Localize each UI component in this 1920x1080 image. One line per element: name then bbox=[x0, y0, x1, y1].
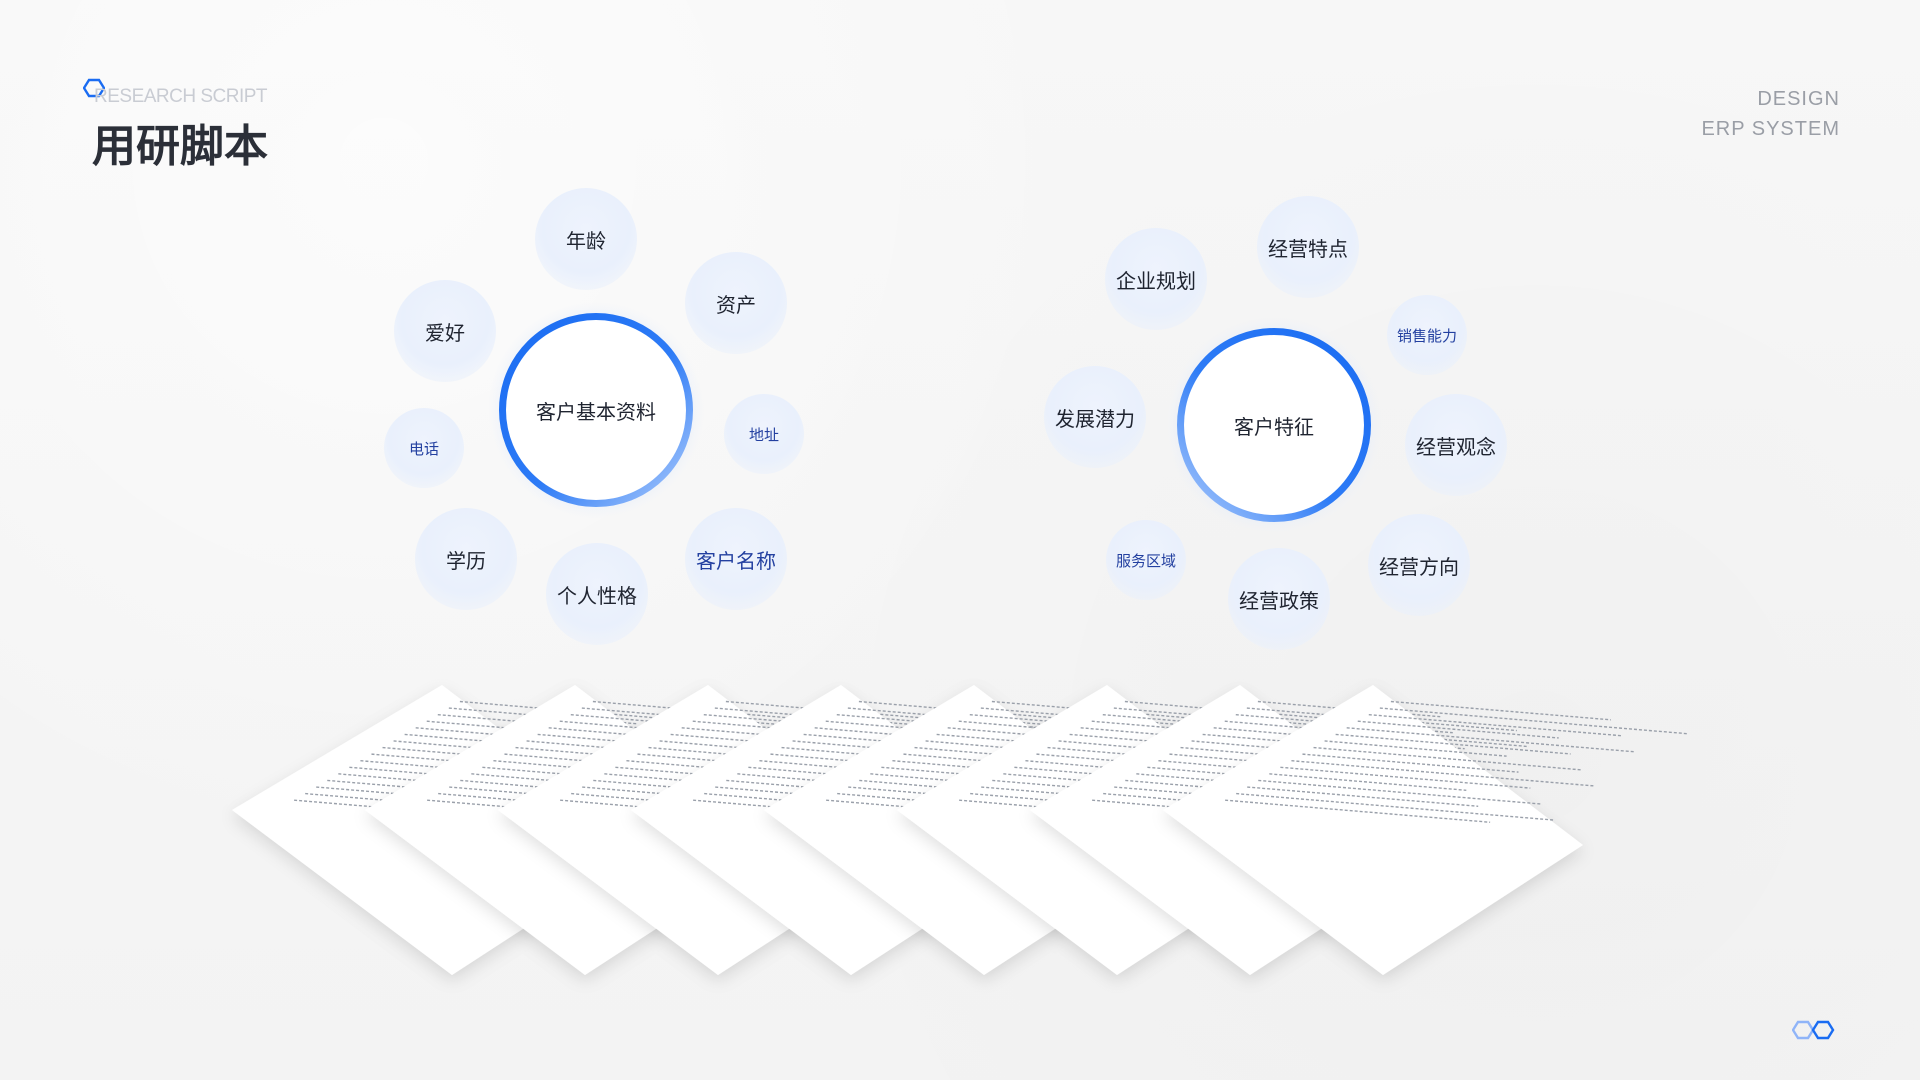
document-text-line bbox=[1324, 740, 1507, 757]
document-text-line bbox=[1280, 766, 1531, 789]
bubble-business-traits: 经营特点 bbox=[1257, 196, 1359, 298]
document-text-line bbox=[1291, 760, 1595, 787]
bubble-hobby: 爱好 bbox=[394, 280, 496, 382]
document-text-line bbox=[1247, 786, 1479, 807]
document-text-line bbox=[1379, 707, 1687, 735]
document-text-line bbox=[803, 733, 1031, 755]
bubble-address: 地址 bbox=[724, 394, 804, 474]
center-customer-features: 客户特征 bbox=[1184, 335, 1364, 515]
center-customer-basic-info: 客户基本资料 bbox=[506, 320, 686, 500]
document-text-line bbox=[1390, 700, 1611, 721]
document-text-line bbox=[1124, 700, 1411, 727]
document-text-line bbox=[1302, 753, 1519, 773]
document-text-line bbox=[991, 700, 1241, 723]
bubble-personality: 个人性格 bbox=[546, 543, 648, 645]
bubble-phone: 电话 bbox=[384, 408, 464, 488]
bubble-age: 年龄 bbox=[535, 188, 637, 290]
document-text-line bbox=[980, 707, 1177, 726]
document-text-line bbox=[1258, 779, 1543, 805]
bubble-sales-ability: 销售能力 bbox=[1387, 295, 1467, 375]
document-text-line bbox=[881, 766, 1161, 792]
document-text-line bbox=[1335, 733, 1571, 755]
bubble-business-direction: 经营方向 bbox=[1368, 514, 1470, 616]
document-text-line bbox=[1269, 773, 1467, 791]
bubble-enterprise-plan: 企业规划 bbox=[1105, 228, 1207, 330]
bubble-service-area: 服务区域 bbox=[1106, 520, 1186, 600]
document-text-line bbox=[1357, 720, 1559, 739]
page-subtitle: RESEARCH SCRIPT bbox=[94, 86, 268, 107]
document-text-line bbox=[294, 799, 581, 825]
page-title: 用研脚本 bbox=[92, 121, 268, 172]
document-page bbox=[1163, 685, 1583, 975]
double-hexagon-icon bbox=[1792, 1020, 1835, 1040]
document-text-line bbox=[693, 799, 951, 823]
bubble-business-concept: 经营观念 bbox=[1405, 394, 1507, 496]
bubble-growth-potential: 发展潜力 bbox=[1044, 366, 1146, 468]
document-text-line bbox=[1225, 799, 1491, 823]
document-text-line bbox=[737, 773, 927, 791]
bubble-customer-name: 客户名称 bbox=[685, 508, 787, 610]
bubble-assets: 资产 bbox=[685, 252, 787, 354]
document-text-line bbox=[1368, 713, 1623, 737]
bubble-business-policy: 经营政策 bbox=[1228, 548, 1330, 650]
document-text-line bbox=[1236, 792, 1555, 821]
document-text-line bbox=[1346, 727, 1635, 753]
brand-line-system: ERP SYSTEM bbox=[1701, 118, 1840, 140]
bubble-education: 学历 bbox=[415, 508, 517, 610]
brand-line-design: DESIGN bbox=[1757, 88, 1840, 110]
document-text-line bbox=[870, 773, 1097, 794]
document-text-line bbox=[404, 733, 661, 757]
document-text-line bbox=[1014, 766, 1331, 795]
document-text-line bbox=[725, 700, 1041, 729]
brand-block: DESIGN ERP SYSTEM bbox=[1701, 84, 1840, 144]
hexagon-logo-icon bbox=[83, 78, 105, 98]
